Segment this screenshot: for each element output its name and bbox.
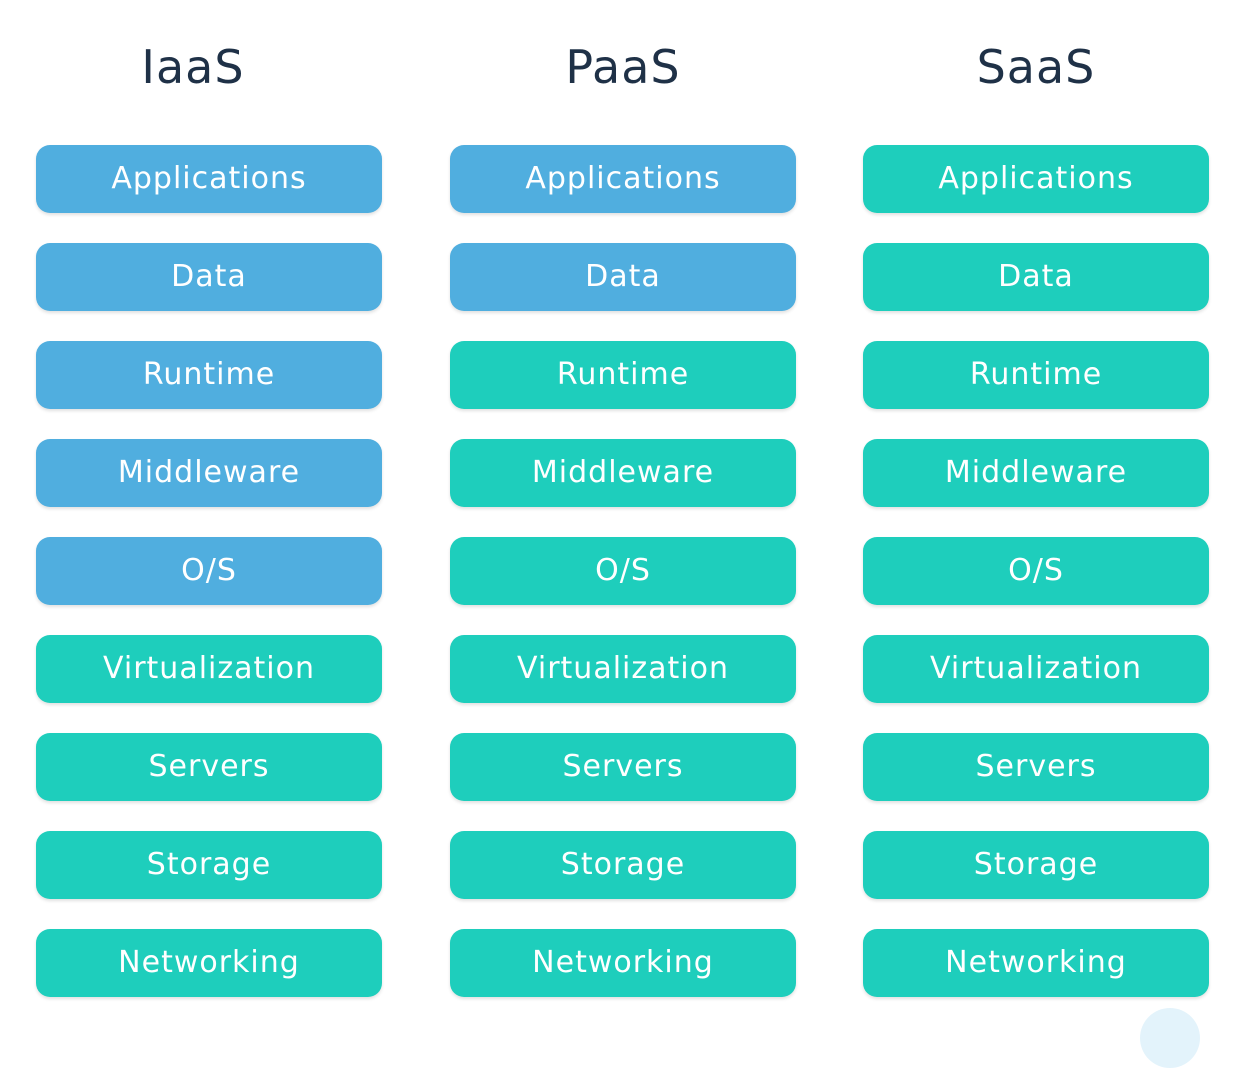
- layer-networking: Networking: [863, 929, 1209, 997]
- layer-data: Data: [36, 243, 382, 311]
- column-title-paas: PaaS: [565, 40, 681, 94]
- layer-networking: Networking: [36, 929, 382, 997]
- layer-data: Data: [450, 243, 796, 311]
- layer-servers: Servers: [450, 733, 796, 801]
- layer-applications: Applications: [863, 145, 1209, 213]
- layer-runtime: Runtime: [450, 341, 796, 409]
- layer-virtualization: Virtualization: [36, 635, 382, 703]
- layer-servers: Servers: [36, 733, 382, 801]
- layer-applications: Applications: [36, 145, 382, 213]
- layer-virtualization: Virtualization: [863, 635, 1209, 703]
- layer-os: O/S: [863, 537, 1209, 605]
- layer-os: O/S: [36, 537, 382, 605]
- layer-servers: Servers: [863, 733, 1209, 801]
- layer-runtime: Runtime: [36, 341, 382, 409]
- layer-middleware: Middleware: [36, 439, 382, 507]
- layer-storage: Storage: [36, 831, 382, 899]
- layer-applications: Applications: [450, 145, 796, 213]
- layer-os: O/S: [450, 537, 796, 605]
- layer-storage: Storage: [863, 831, 1209, 899]
- column-title-iaas: IaaS: [141, 40, 245, 94]
- column-title-saas: SaaS: [976, 40, 1096, 94]
- layer-storage: Storage: [450, 831, 796, 899]
- layer-virtualization: Virtualization: [450, 635, 796, 703]
- layer-middleware: Middleware: [863, 439, 1209, 507]
- layer-middleware: Middleware: [450, 439, 796, 507]
- layer-runtime: Runtime: [863, 341, 1209, 409]
- layer-networking: Networking: [450, 929, 796, 997]
- layer-data: Data: [863, 243, 1209, 311]
- decorative-circle: [1140, 1008, 1200, 1068]
